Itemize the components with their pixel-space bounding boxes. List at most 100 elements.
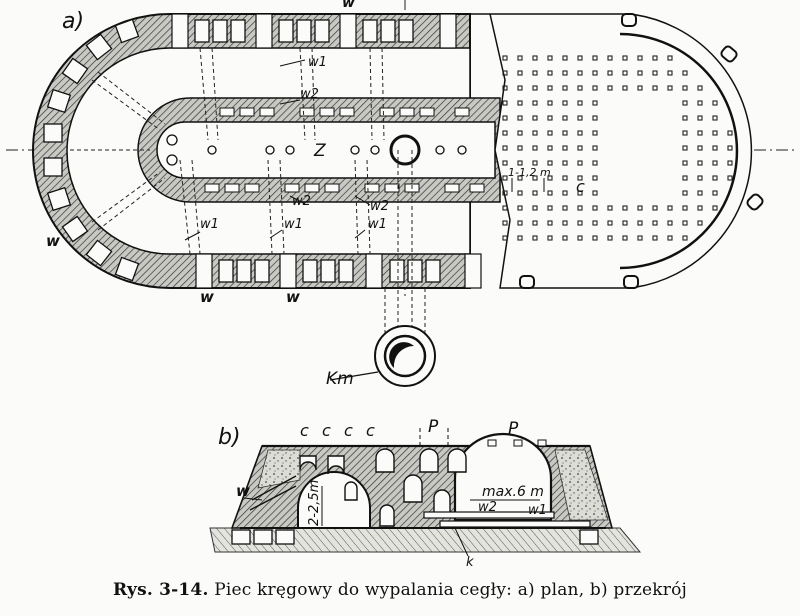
brick-stack (652, 85, 658, 91)
brick-stack (562, 70, 568, 76)
flue-chambers-top (194, 19, 414, 43)
brick-stack (682, 85, 688, 91)
brick-stack (622, 70, 628, 76)
brick-stack (532, 130, 538, 136)
brick-stack (637, 220, 643, 226)
label-z: Z (313, 141, 326, 161)
brick-stack (547, 190, 553, 196)
brick-stack (517, 115, 523, 121)
brick-stack (667, 85, 673, 91)
brick-stack (682, 205, 688, 211)
brick-stack (502, 100, 508, 106)
brick-stack (547, 85, 553, 91)
brick-stack (517, 145, 523, 151)
brick-stack (577, 175, 583, 181)
brick-stack (502, 70, 508, 76)
brick-stack (532, 55, 538, 61)
brick-stack (577, 235, 583, 241)
brick-stack (532, 235, 538, 241)
brick-stack (547, 220, 553, 226)
label-p-2: P (508, 419, 519, 439)
brick-stack (712, 100, 718, 106)
brick-stack (517, 130, 523, 136)
label-c-plan: c (576, 177, 585, 196)
brick-stack (547, 145, 553, 151)
brick-stack (682, 130, 688, 136)
brick-stack (652, 205, 658, 211)
brick-stack (667, 55, 673, 61)
brick-stack (727, 175, 733, 181)
flue-chambers-bottom (218, 259, 441, 283)
label-w-bottom-1: w (200, 288, 214, 306)
brick-stack (577, 190, 583, 196)
roof-bumps (487, 439, 547, 447)
label-w-top: w (342, 0, 355, 11)
plan-cutaway-outline (470, 13, 753, 289)
label-p-1: P (428, 417, 439, 437)
brick-stack (592, 100, 598, 106)
brick-stack (562, 160, 568, 166)
brick-stack (727, 160, 733, 166)
label-w2-top: w2 (300, 87, 319, 102)
brick-stack (547, 235, 553, 241)
brick-stack (532, 160, 538, 166)
brick-stack (592, 220, 598, 226)
wicket-openings (171, 13, 482, 289)
brick-stack (712, 145, 718, 151)
brick-stack (697, 85, 703, 91)
brick-stack (502, 115, 508, 121)
label-height: 2-2,5m (307, 480, 322, 526)
label-w1-bottom-2: w1 (284, 217, 303, 232)
brick-stack (577, 55, 583, 61)
label-k: k (466, 555, 474, 570)
brick-stack (562, 85, 568, 91)
brick-stack (577, 145, 583, 151)
brick-stack (592, 145, 598, 151)
brick-stack (547, 130, 553, 136)
brick-stack (502, 130, 508, 136)
damper-shafts (419, 428, 449, 446)
label-w-left: w (46, 232, 60, 250)
brick-stack (517, 205, 523, 211)
brick-stack (532, 100, 538, 106)
curved-wall-chambers (43, 18, 140, 282)
brick-stack (592, 175, 598, 181)
brick-stack (502, 145, 508, 151)
brick-stack (637, 70, 643, 76)
chimney-km (329, 325, 436, 387)
brick-stack (607, 70, 613, 76)
brick-stack (562, 130, 568, 136)
section-small-chambers (299, 448, 467, 527)
channel-w1 (439, 520, 591, 528)
brick-stack (682, 145, 688, 151)
brick-stack (517, 175, 523, 181)
brick-stack (502, 175, 508, 181)
brick-stack (682, 70, 688, 76)
brick-stack (682, 115, 688, 121)
brick-stack (592, 205, 598, 211)
section-fill-right (554, 449, 609, 521)
brick-stack (667, 235, 673, 241)
brick-stack (592, 235, 598, 241)
brick-stack (697, 190, 703, 196)
brick-stack (667, 70, 673, 76)
brick-stack (562, 205, 568, 211)
brick-stack (517, 100, 523, 106)
brick-stack (592, 160, 598, 166)
brick-stack (652, 55, 658, 61)
label-w-section: w (236, 482, 250, 500)
wicket-ramp-2 (249, 485, 297, 511)
section-fill-left (257, 449, 301, 489)
caption-text: Piec kręgowy do wypalania cegły: a) plan… (214, 580, 687, 600)
brick-stack (562, 190, 568, 196)
brick-stack (532, 190, 538, 196)
brick-stack (577, 130, 583, 136)
label-c-4: c (366, 421, 375, 440)
brick-stack (727, 130, 733, 136)
brick-stack (697, 145, 703, 151)
brick-stack (667, 205, 673, 211)
brick-stack (547, 115, 553, 121)
label-w2-bottom-1: w2 (292, 194, 311, 209)
brick-stack (562, 220, 568, 226)
